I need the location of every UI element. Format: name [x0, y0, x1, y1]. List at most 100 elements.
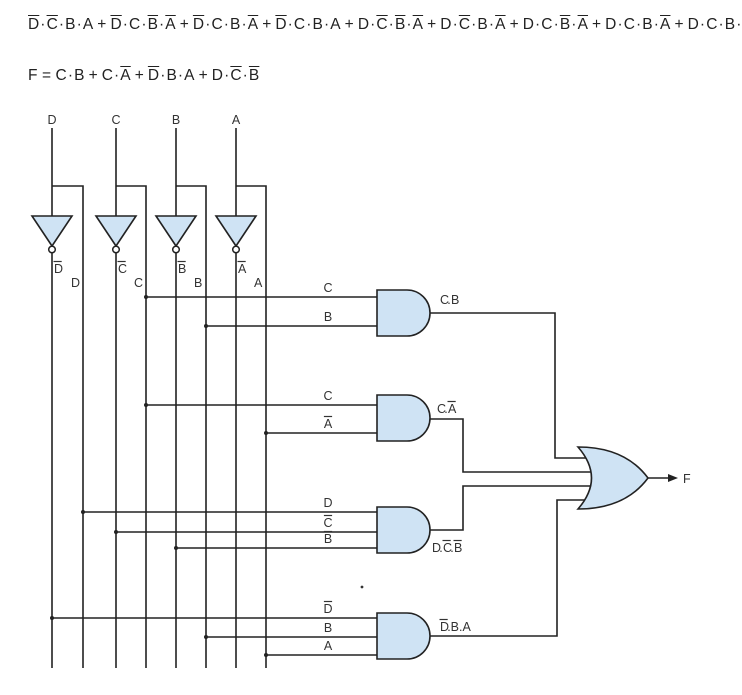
and-gate-3: [376, 506, 431, 554]
input-label-d: D: [47, 113, 56, 127]
and-input-label: A: [324, 639, 333, 653]
plus-sign: +: [344, 16, 354, 33]
and-dot: ·: [114, 67, 120, 84]
literal: B: [74, 67, 85, 84]
expanded-term: D·C·B·A: [605, 16, 670, 33]
literal: B: [477, 16, 488, 33]
and-dot: ·: [306, 16, 312, 33]
and-input-label: D: [323, 496, 332, 510]
true-bus: [236, 185, 267, 668]
and-dot: ·: [141, 16, 147, 33]
plus-sign: +: [198, 67, 208, 84]
and-gate-2: [376, 394, 431, 442]
output-label-f: F: [683, 472, 691, 486]
expanded-term: D·C·B·A: [110, 16, 175, 33]
and-input-label: B: [324, 532, 332, 546]
and-input-label: C: [323, 516, 332, 530]
inverter-bubble: [171, 245, 181, 254]
or-input-wire-2: [430, 418, 596, 473]
wires: [49, 128, 596, 668]
literal: D: [110, 16, 122, 33]
and-dot: ·: [370, 16, 376, 33]
plus-sign: +: [592, 16, 602, 33]
expanded-equation: D·C·B·A+D·C·B·A+D·C·B·A+D·C·B·A+D·C·B·A+…: [28, 16, 742, 34]
stray-dot: [360, 585, 364, 589]
literal: A: [165, 16, 176, 33]
junction: [263, 652, 268, 657]
literal: A: [495, 16, 506, 33]
and-dot: ·: [699, 16, 706, 33]
and-output-label: B: [451, 293, 459, 307]
junction: [49, 615, 54, 620]
literal: D: [357, 16, 370, 33]
and-dot: ·: [122, 16, 129, 33]
junction: [114, 529, 119, 534]
and-output-label: C: [440, 293, 449, 307]
literal: A: [412, 16, 424, 33]
junction: [81, 509, 86, 514]
junction: [174, 545, 179, 550]
and-dot: ·: [553, 16, 559, 33]
inverter-bubble: [231, 245, 241, 254]
expanded-term: D·C·B·A: [688, 16, 742, 33]
junction: [263, 430, 268, 435]
expanded-term: D·C·B·A: [28, 16, 93, 33]
true-label: A: [254, 276, 263, 290]
literal: B: [559, 16, 571, 33]
junction: [204, 634, 209, 639]
and-dot: ·: [58, 16, 65, 33]
and-dot: ·: [535, 16, 541, 33]
and-dot: ·: [223, 16, 230, 33]
and-gates: [376, 289, 431, 660]
literal: B: [394, 16, 406, 33]
and-input-label: B: [324, 621, 332, 635]
and-dot: ·: [241, 16, 247, 33]
literal: C: [46, 16, 58, 33]
literal: B: [642, 16, 653, 33]
simplified-equation: F = C·B+C·A+D·B·A+D·C·B: [28, 67, 259, 85]
expanded-term: D·C·B·A: [358, 16, 423, 33]
and-output-label: .B.A: [447, 620, 471, 634]
simplified-term: D·C·B: [212, 67, 260, 84]
and-dot: ·: [323, 16, 330, 33]
or-input-wire-3: [430, 485, 596, 531]
and-output-label: B: [454, 541, 462, 555]
literal: B: [312, 16, 323, 33]
true-bus: [116, 185, 147, 668]
plus-sign: +: [427, 16, 437, 33]
literal: C: [541, 16, 553, 33]
simplified-term: C·A: [102, 67, 131, 84]
literal: D: [192, 16, 205, 33]
simplified-term: D·B·A: [148, 67, 195, 84]
literal: C: [230, 67, 242, 84]
literal: C: [458, 16, 471, 33]
literal: D: [440, 16, 452, 33]
and-output-label: .: [444, 402, 447, 416]
and-output-label: .: [439, 541, 442, 555]
output-arrowhead: [668, 474, 678, 482]
literal: B: [724, 16, 736, 33]
literal: A: [247, 16, 259, 33]
literal: B: [166, 67, 177, 84]
and-dot: ·: [224, 67, 230, 84]
and-output-label: C: [443, 541, 452, 555]
and-dot: ·: [67, 67, 74, 84]
literal: D: [147, 67, 160, 84]
inverted-label: B: [178, 262, 186, 276]
literal: D: [522, 16, 535, 33]
and-input-label: A: [324, 417, 333, 431]
literal: C: [211, 16, 223, 33]
literal: D: [211, 67, 224, 84]
inverter-triangle: [94, 215, 138, 248]
true-label: B: [194, 276, 202, 290]
and-dot: ·: [205, 16, 211, 33]
literal: B: [248, 67, 260, 84]
inverter-bubble: [111, 245, 121, 254]
input-label-a: A: [232, 113, 241, 127]
and-dot: ·: [471, 16, 477, 33]
and-dot: ·: [736, 16, 742, 33]
junction: [144, 294, 149, 299]
and-output-label: D: [432, 541, 441, 555]
